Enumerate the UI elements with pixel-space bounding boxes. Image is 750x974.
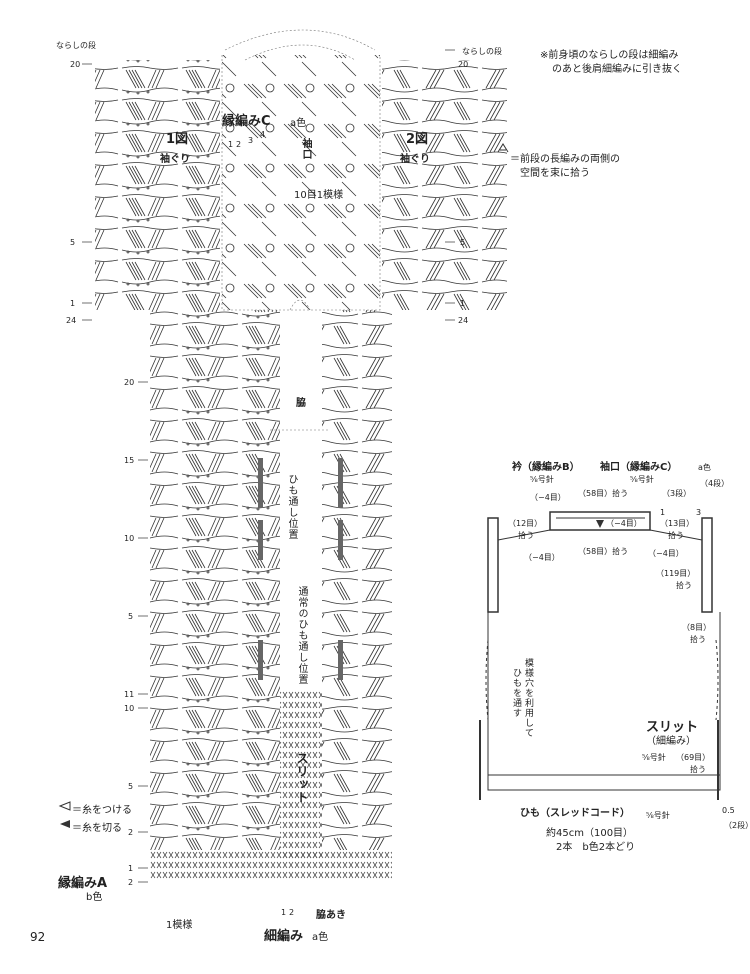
decrease-label: （−4目） [524, 553, 560, 562]
sleeve-opening-label: 袖口 [300, 138, 311, 160]
pick-stitch-label: （58目）拾う [578, 547, 629, 556]
single-crochet-color: a色 [312, 932, 329, 943]
slit-label: スリット [295, 752, 309, 804]
row-label: 1 [128, 864, 134, 873]
row-label: 10 [124, 534, 135, 543]
decrease-label: （−4目） [648, 549, 684, 558]
schematic-diagram [479, 511, 721, 800]
note-2: ＝前段の長編みの両側の [510, 154, 620, 165]
cord-position-label: ひも通し位置 [286, 474, 297, 540]
row-label: 20 [70, 60, 81, 69]
row-label: 24 [458, 316, 469, 325]
row-num: 3 [248, 136, 254, 145]
pick-stitch-label: 拾う [690, 765, 706, 774]
chart2-subtitle: 袖ぐり [400, 154, 430, 165]
note-1: ※前身頃のならしの段は細編み [540, 50, 679, 61]
cuff-color: a色 [698, 463, 711, 472]
pick-stitch-label: （69目） [676, 753, 711, 762]
row-label: 1 [70, 299, 76, 308]
note-2b: 空間を束に拾う [520, 168, 590, 179]
chart2-armhole-stitches [382, 60, 507, 310]
edging-c-label: 縁編みC [222, 114, 271, 129]
left-body-stitches [150, 310, 280, 850]
pick-stitch-label: 拾う [676, 581, 692, 590]
collar-label: 衿（縁編みB） [512, 462, 580, 473]
needle-size: ⅝号針 [530, 475, 554, 484]
pattern-hole-note-2: ひもを通す [511, 668, 521, 718]
needle-size: ⅝号針 [642, 753, 666, 762]
pick-stitch-label: （13目） [660, 519, 695, 528]
slit-stitch-type: （細編み） [646, 736, 696, 747]
row-num: 2 [289, 908, 295, 917]
edging-a-color: b色 [86, 892, 103, 903]
rows-label: （3段） [662, 489, 692, 498]
side-label: 脇 [296, 398, 306, 409]
row-label: 1 [460, 299, 466, 308]
row-num: 1 [281, 908, 287, 917]
row-num: 2 [236, 140, 242, 149]
edging-c-stitches [222, 55, 380, 310]
cuff-label: 袖口（縁編みC） [600, 462, 678, 473]
one-pattern-label: 1模様 [166, 920, 193, 931]
pattern-hole-note: 模様穴を利用して [523, 658, 533, 738]
row-label: 2 [128, 878, 134, 887]
chart2-title: 2図 [406, 132, 429, 147]
pick-stitch-label: （12目） [508, 519, 543, 528]
row-label: 11 [124, 690, 135, 699]
needle-size: ⅝号針 [630, 475, 654, 484]
row-label: 2 [128, 828, 134, 837]
num-label: 1 [660, 508, 666, 517]
row-label: 10 [124, 704, 135, 713]
rows-label: （4段） [700, 479, 730, 488]
page-number: 92 [30, 930, 46, 944]
chart1-title: 1図 [166, 132, 189, 147]
edging-a-label: 縁編みA [58, 876, 108, 891]
legend-cut: ＝糸を切る [72, 823, 122, 834]
side-opening-label: 脇あき [316, 910, 346, 921]
cord-quantity: 2本 b色2本どり [556, 842, 636, 853]
row-label: 5 [70, 238, 76, 247]
row-label: 5 [128, 612, 134, 621]
row-label: 24 [66, 316, 77, 325]
pick-stitch-label: （58目）拾う [578, 489, 629, 498]
row-label: 20 [458, 60, 469, 69]
normal-cord-position-label: 通常のひも通し位置 [296, 586, 307, 685]
decrease-label: （−4目） [606, 519, 642, 528]
row-label: 5 [460, 238, 466, 247]
rows-label: （2段） [724, 821, 750, 830]
chart1-note: ならしの段 [56, 41, 96, 50]
single-crochet-label: 細編み [264, 929, 304, 944]
pick-stitch-label: 拾う [690, 635, 706, 644]
cord-label: ひも（スレッドコード） [520, 808, 630, 819]
pick-stitch-label: 拾う [518, 531, 534, 540]
row-num: 1 [228, 140, 234, 149]
edging-c-color: a色 [290, 118, 307, 129]
pick-stitch-label: 拾う [668, 531, 684, 540]
num-label: 3 [696, 508, 702, 517]
pick-stitch-label: （8目） [682, 623, 712, 632]
chart1-subtitle: 袖ぐり [160, 154, 190, 165]
row-label: 15 [124, 456, 135, 465]
note-1b: のあと後肩細編みに引き抜く [552, 64, 682, 75]
edging-a-stitches [150, 850, 392, 880]
pattern-repeat-label: 10目1模様 [294, 190, 344, 201]
slit-stitches [280, 690, 322, 860]
half-label: 0.5 [722, 806, 735, 815]
legend-attach: ＝糸をつける [72, 805, 132, 816]
row-label: 5 [128, 782, 134, 791]
decrease-label: （−4目） [530, 493, 566, 502]
chart2-note: ならしの段 [462, 47, 502, 56]
right-body-stitches [322, 310, 392, 850]
chart1-armhole-stitches [95, 60, 220, 310]
slit-schematic-label: スリット [646, 720, 699, 735]
row-label: 20 [124, 378, 135, 387]
needle-size: ⅝号針 [646, 811, 670, 820]
pick-stitch-label: （119目） [656, 569, 696, 578]
row-num: 4 [260, 130, 266, 139]
cord-length: 約45cm（100目） [546, 828, 634, 839]
